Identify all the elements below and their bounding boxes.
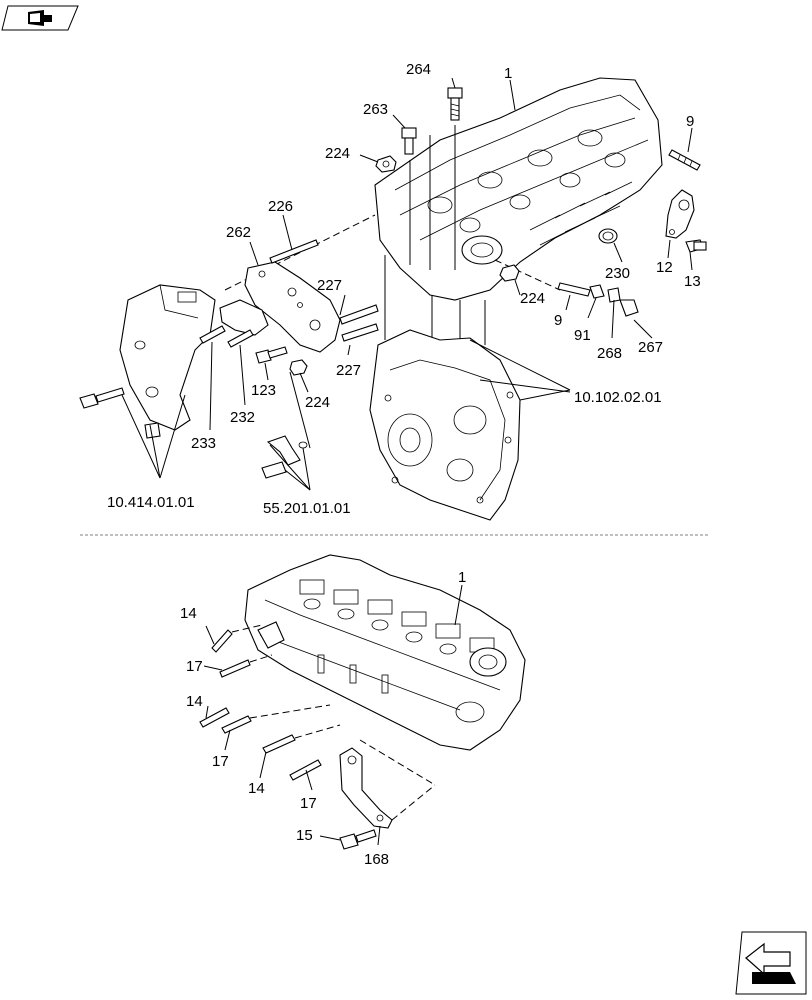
next-page-arrow-icon[interactable] — [735, 931, 807, 995]
callout-17-c: 17 — [300, 795, 317, 812]
studs-227 — [339, 304, 379, 342]
callout-168: 168 — [364, 851, 389, 868]
callout-9-right: 9 — [686, 113, 694, 130]
plug-230 — [598, 228, 618, 244]
bolt-13 — [685, 239, 707, 253]
studs-232-233 — [199, 325, 254, 348]
callout-91: 91 — [574, 327, 591, 344]
nut-224-top — [375, 155, 397, 173]
callout-226: 226 — [268, 198, 293, 215]
callout-262: 262 — [226, 224, 251, 241]
rocker-row — [299, 579, 495, 655]
callout-268: 268 — [597, 345, 622, 362]
bracket-12 — [665, 189, 695, 239]
callout-17-b: 17 — [212, 753, 229, 770]
bolt-264 — [447, 87, 463, 121]
bracket-168 — [339, 747, 393, 829]
callout-12: 12 — [656, 259, 673, 276]
ref-sensor[interactable]: 55.201.01.01 — [263, 500, 351, 517]
sensor-267 — [619, 299, 653, 339]
ref-engine-bracket[interactable]: 10.414.01.01 — [107, 494, 195, 511]
lower-cylinder-head — [244, 554, 526, 751]
bolt-263 — [401, 127, 417, 155]
callout-232: 232 — [230, 409, 255, 426]
callout-1: 1 — [504, 65, 512, 82]
timing-case — [369, 329, 521, 521]
bolt-left-bracket — [79, 387, 125, 409]
sensor-assembly — [261, 435, 308, 479]
callout-13: 13 — [684, 273, 701, 290]
plate-262 — [244, 261, 341, 353]
callout-224-top: 224 — [325, 145, 350, 162]
callout-1-lower: 1 — [458, 569, 466, 586]
callout-227-upper: 227 — [317, 277, 342, 294]
callout-264: 264 — [406, 61, 431, 78]
callout-15: 15 — [296, 827, 313, 844]
engine-bracket — [119, 284, 216, 439]
upper-leader-lines — [121, 77, 693, 491]
callout-263: 263 — [363, 101, 388, 118]
callout-267: 267 — [638, 339, 663, 356]
callout-9-lower: 9 — [554, 312, 562, 329]
lower-guide-lines — [203, 584, 463, 846]
stud-9-right — [668, 149, 701, 171]
callout-123: 123 — [251, 382, 276, 399]
nut-224-left — [289, 359, 308, 376]
stud-226 — [269, 239, 319, 264]
washer-268 — [607, 287, 621, 303]
callout-230: 230 — [605, 265, 630, 282]
callout-17-a: 17 — [186, 658, 203, 675]
bolt-15 — [339, 829, 377, 850]
callout-227-lower: 227 — [336, 362, 361, 379]
bracket-sub — [219, 299, 269, 336]
nut-224-right — [499, 264, 520, 282]
book-arrow-icon[interactable] — [1, 5, 79, 31]
callout-14-a: 14 — [180, 605, 197, 622]
callout-233: 233 — [191, 435, 216, 452]
ref-timing-case[interactable]: 10.102.02.01 — [574, 389, 662, 406]
callout-14-c: 14 — [248, 780, 265, 797]
callout-14-b: 14 — [186, 693, 203, 710]
bolt-123 — [255, 346, 288, 364]
lower-studs — [199, 629, 322, 781]
callout-224-left: 224 — [305, 394, 330, 411]
upper-cylinder-head — [374, 77, 663, 301]
part-91 — [589, 284, 605, 299]
stud-9-lower — [557, 282, 591, 297]
callout-224-right: 224 — [520, 290, 545, 307]
